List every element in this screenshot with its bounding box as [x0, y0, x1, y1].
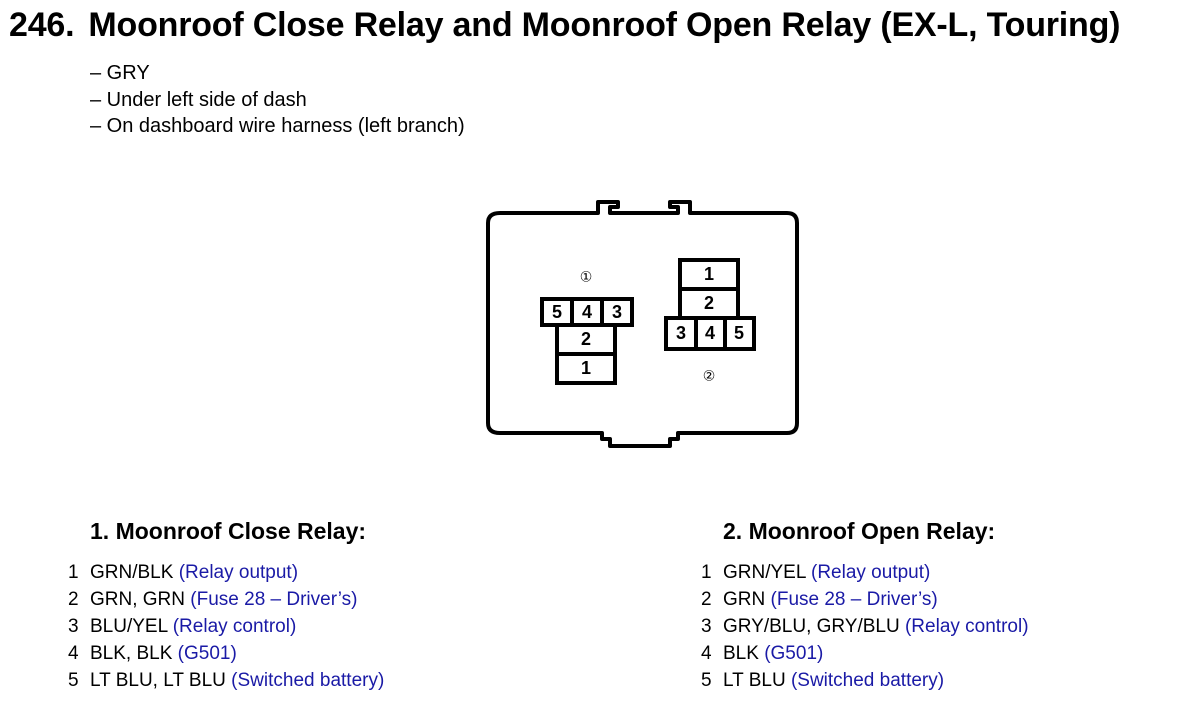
wire-color: GRN, GRN [90, 589, 185, 610]
relay1-socket: ① 5 4 3 2 1 [540, 269, 634, 385]
pin-description: (Fuse 28 – Driver’s) [770, 589, 938, 610]
wire-color: BLK [723, 643, 759, 664]
connector-housing [486, 200, 799, 448]
relay1-pin-list: 1 GRN/BLK (Relay output) 2 GRN, GRN (Fuse … [68, 559, 384, 694]
pin-number: 2 [701, 589, 712, 610]
pin-number: 4 [701, 643, 712, 664]
pin-description: (G501) [764, 643, 824, 664]
pin-number: 3 [68, 616, 79, 637]
relay2-marker: ② [703, 368, 716, 384]
location-notes: – GRY – Under left side of dash – On das… [90, 60, 465, 140]
wire-color: GRN/BLK [90, 562, 174, 583]
pin-number: 2 [68, 589, 79, 610]
page-title: 246. Moonroof Close Relay and Moonroof Op… [9, 6, 1121, 45]
pin-row: 1 GRN/BLK (Relay output) [68, 559, 384, 586]
pin-description: (Relay output) [811, 562, 931, 583]
relay1-pin-label: 4 [582, 302, 592, 322]
relay1-pinout: 1. Moonroof Close Relay: 1 GRN/BLK (Relay… [68, 518, 384, 694]
relay1-pin-label: 3 [612, 302, 622, 322]
wire-color: BLU/YEL [90, 616, 168, 637]
pin-number: 1 [701, 562, 712, 583]
note-location: – Under left side of dash [90, 88, 307, 111]
pin-number: 4 [68, 643, 79, 664]
pin-row: 2 GRN, GRN (Fuse 28 – Driver’s) [68, 586, 384, 613]
pin-description: (Relay control) [904, 616, 1029, 637]
connector-diagram: ① 5 4 3 2 1 1 2 3 4 5 ② [480, 192, 810, 454]
relay2-pin-label: 5 [734, 323, 744, 343]
relay2-pin-label: 2 [704, 293, 714, 313]
pin-number: 5 [68, 670, 79, 691]
pin-description: (Switched battery) [790, 670, 945, 691]
wire-color: GRY/BLU, GRY/BLU [723, 616, 900, 637]
relay1-pin-label: 5 [552, 302, 562, 322]
relay2-title: 2. Moonroof Open Relay: [723, 518, 996, 544]
relay2-pinout: 2. Moonroof Open Relay: 1 GRN/YEL (Relay … [701, 518, 1029, 694]
relay2-pin-label: 1 [704, 264, 714, 284]
note-harness: – On dashboard wire harness (left branch… [90, 115, 465, 137]
section-title: Moonroof Close Relay and Moonroof Open R… [88, 6, 1121, 44]
pin-number: 5 [701, 670, 712, 691]
connector-drawing: ① 5 4 3 2 1 1 2 3 4 5 ② [486, 200, 799, 448]
relay2-pin-list: 1 GRN/YEL (Relay output) 2 GRN (Fuse 28 – … [701, 559, 1029, 694]
pin-row: 1 GRN/YEL (Relay output) [701, 559, 1029, 586]
relay2-pin-label: 4 [705, 323, 715, 343]
pin-row: 5 LT BLU, LT BLU (Switched battery) [68, 667, 384, 694]
note-color: – GRY [90, 62, 150, 84]
pin-description: (G501) [177, 643, 237, 664]
pin-description: (Switched battery) [231, 670, 385, 691]
wire-color: LT BLU, LT BLU [90, 670, 226, 691]
pin-row: 5 LT BLU (Switched battery) [701, 667, 1029, 694]
relay1-pin-label: 2 [581, 329, 591, 349]
pin-description: (Relay output) [178, 562, 299, 583]
wire-color: GRN/YEL [723, 562, 806, 583]
pin-row: 4 BLK (G501) [701, 640, 1029, 667]
section-number: 246. [9, 6, 75, 44]
pin-row: 2 GRN (Fuse 28 – Driver’s) [701, 586, 1029, 613]
wire-color: GRN [723, 589, 766, 610]
pin-description: (Fuse 28 – Driver’s) [190, 589, 358, 610]
pin-row: 3 GRY/BLU, GRY/BLU (Relay control) [701, 613, 1029, 640]
relay1-marker: ① [580, 269, 593, 285]
relay2-pin-label: 3 [676, 323, 686, 343]
relay1-pin-label: 1 [581, 358, 591, 378]
relay1-title: 1. Moonroof Close Relay: [90, 518, 367, 544]
wire-color: LT BLU [723, 670, 786, 691]
relay2-socket: 1 2 3 4 5 ② [664, 258, 756, 384]
wire-color: BLK, BLK [90, 643, 173, 664]
pin-number: 1 [68, 562, 79, 583]
pin-number: 3 [701, 616, 712, 637]
pin-description: (Relay control) [172, 616, 297, 637]
pin-row: 3 BLU/YEL (Relay control) [68, 613, 384, 640]
pin-row: 4 BLK, BLK (G501) [68, 640, 384, 667]
